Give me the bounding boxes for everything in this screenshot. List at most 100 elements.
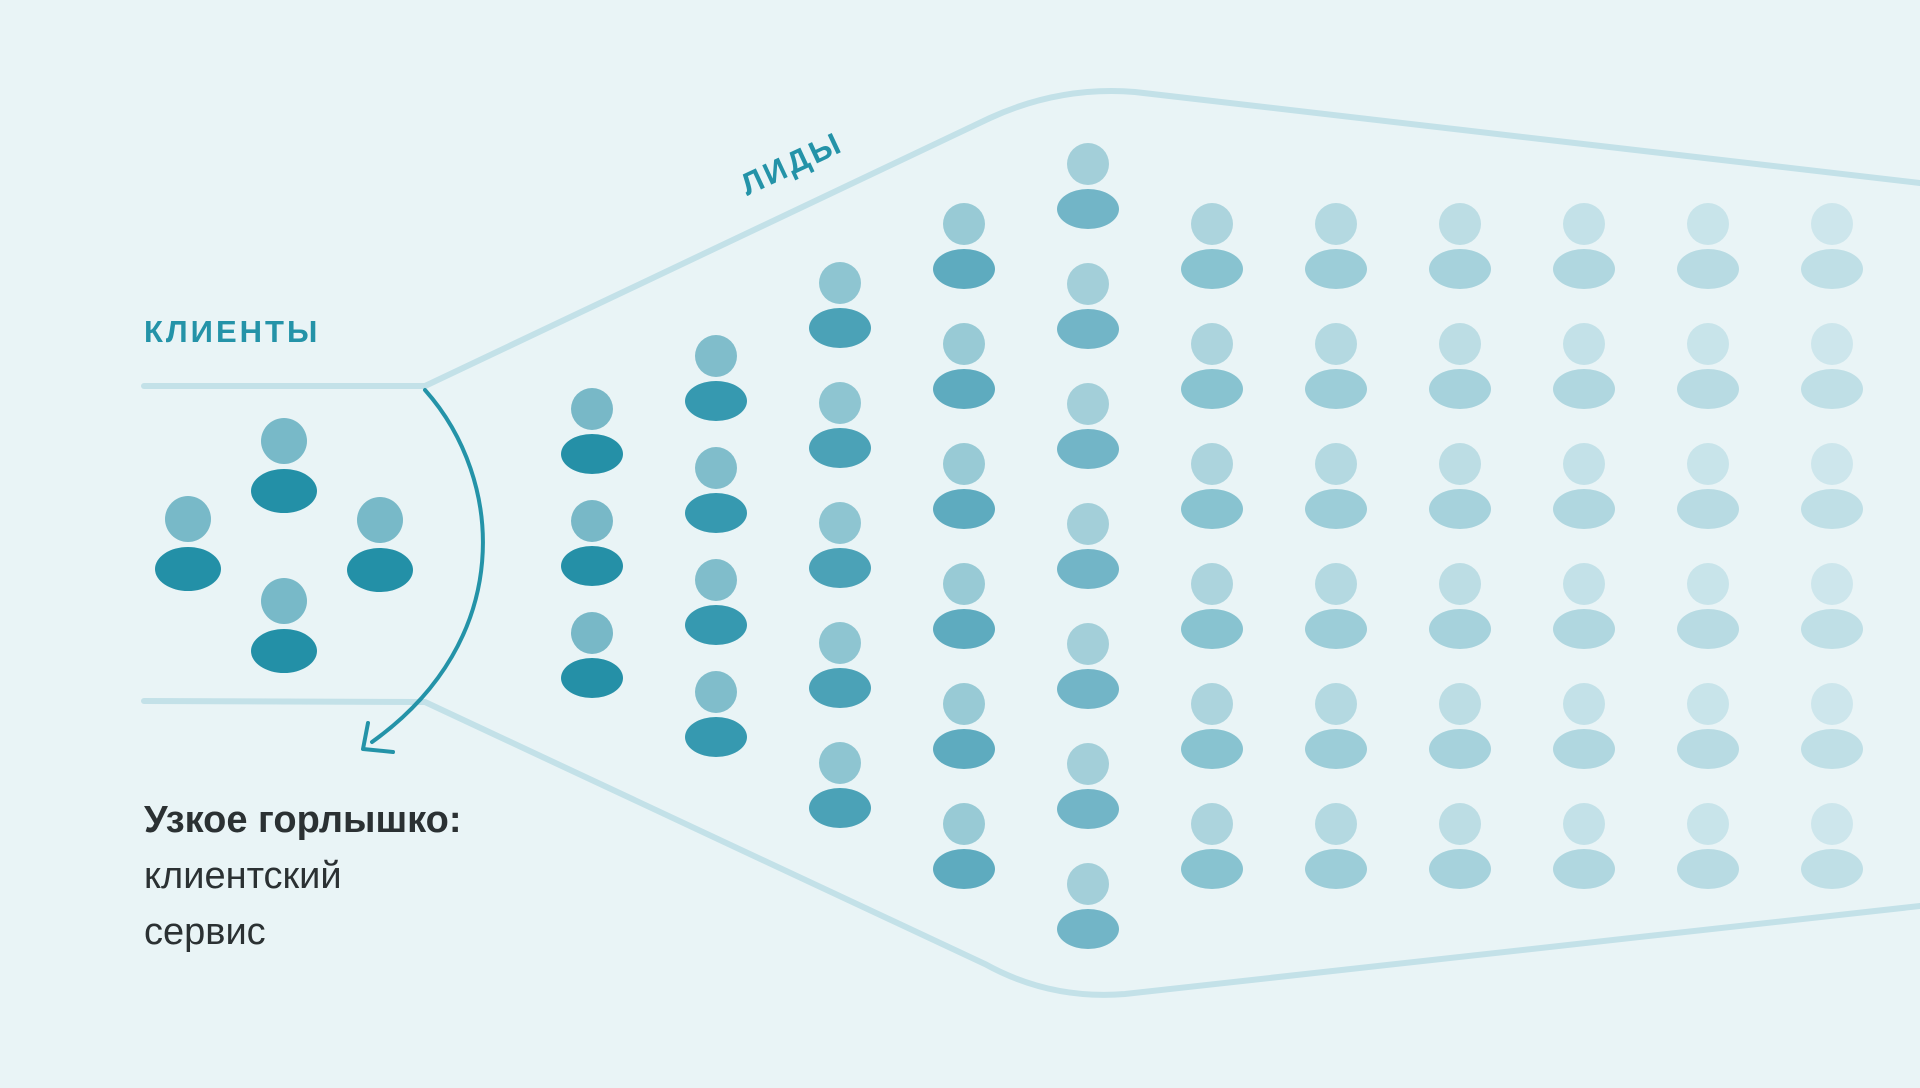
person-head xyxy=(1315,443,1357,485)
lead-person xyxy=(1553,323,1615,409)
person-head xyxy=(1563,443,1605,485)
lead-person xyxy=(933,203,995,289)
person-body xyxy=(1181,489,1243,529)
lead-person xyxy=(1057,143,1119,229)
person-head xyxy=(1687,803,1729,845)
person-body xyxy=(1677,369,1739,409)
person-body xyxy=(685,605,747,645)
lead-person xyxy=(1429,803,1491,889)
person-body xyxy=(1429,369,1491,409)
person-body xyxy=(1801,729,1863,769)
person-head xyxy=(1315,803,1357,845)
person-body xyxy=(1801,609,1863,649)
person-head xyxy=(1191,323,1233,365)
lead-person xyxy=(809,622,871,708)
person-body xyxy=(1801,249,1863,289)
lead-person xyxy=(685,671,747,757)
person-head xyxy=(1563,563,1605,605)
person-body xyxy=(933,729,995,769)
person-head xyxy=(695,335,737,377)
person-body xyxy=(561,546,623,586)
person-body xyxy=(1057,669,1119,709)
person-body xyxy=(1553,249,1615,289)
person-body xyxy=(1553,849,1615,889)
lead-person xyxy=(1677,203,1739,289)
person-head xyxy=(695,671,737,713)
lead-person xyxy=(1553,803,1615,889)
person-head xyxy=(943,203,985,245)
arrow-curve xyxy=(370,388,485,744)
person-head xyxy=(1067,743,1109,785)
person-head xyxy=(1687,443,1729,485)
person-head xyxy=(1687,323,1729,365)
person-head xyxy=(819,742,861,784)
lead-person xyxy=(933,803,995,889)
person-body xyxy=(809,428,871,468)
lead-person xyxy=(1181,803,1243,889)
person-body xyxy=(251,469,317,513)
lead-person xyxy=(809,382,871,468)
person-body xyxy=(1801,489,1863,529)
lead-person xyxy=(1553,203,1615,289)
person-head xyxy=(819,622,861,664)
person-head xyxy=(571,388,613,430)
person-head xyxy=(1315,323,1357,365)
lead-person xyxy=(561,612,623,698)
person-head xyxy=(1439,683,1481,725)
person-body xyxy=(1057,429,1119,469)
person-body xyxy=(933,249,995,289)
clients-label: КЛИЕНТЫ xyxy=(144,314,321,349)
lead-person xyxy=(1305,803,1367,889)
lead-person xyxy=(1057,863,1119,949)
lead-person xyxy=(1057,503,1119,589)
client-person xyxy=(251,418,317,513)
person-body xyxy=(1305,249,1367,289)
person-body xyxy=(1553,489,1615,529)
person-head xyxy=(943,323,985,365)
lead-person xyxy=(1801,803,1863,889)
person-body xyxy=(1305,609,1367,649)
person-body xyxy=(1553,609,1615,649)
person-head xyxy=(1811,203,1853,245)
person-body xyxy=(1429,609,1491,649)
lead-person xyxy=(1553,563,1615,649)
lead-person xyxy=(1057,263,1119,349)
person-head xyxy=(165,496,211,542)
lead-person xyxy=(1677,683,1739,769)
funnel-bottom-edge xyxy=(422,699,1920,998)
lead-person xyxy=(1305,443,1367,529)
person-body xyxy=(1057,189,1119,229)
lead-person xyxy=(685,335,747,421)
lead-person xyxy=(1801,323,1863,409)
person-body xyxy=(809,668,871,708)
person-head xyxy=(1439,803,1481,845)
person-head xyxy=(1687,203,1729,245)
arrow-head xyxy=(361,721,395,754)
person-head xyxy=(1067,503,1109,545)
person-head xyxy=(1439,203,1481,245)
lead-person xyxy=(1305,683,1367,769)
bottleneck-caption: Узкое горлышко: клиентский сервис xyxy=(144,792,462,960)
person-head xyxy=(1067,623,1109,665)
lead-person xyxy=(1305,203,1367,289)
person-head xyxy=(1439,323,1481,365)
person-head xyxy=(1067,863,1109,905)
lead-person xyxy=(1429,683,1491,769)
person-head xyxy=(1563,323,1605,365)
person-body xyxy=(1305,489,1367,529)
caption-line-1: клиентский xyxy=(144,855,342,897)
lead-person xyxy=(933,563,995,649)
lead-person xyxy=(1801,443,1863,529)
person-body xyxy=(685,381,747,421)
lead-person xyxy=(1305,323,1367,409)
lead-person xyxy=(561,500,623,586)
person-body xyxy=(1181,729,1243,769)
person-body xyxy=(933,489,995,529)
person-head xyxy=(1191,683,1233,725)
lead-person xyxy=(1181,563,1243,649)
lead-person xyxy=(1801,563,1863,649)
person-head xyxy=(1563,683,1605,725)
lead-person xyxy=(1677,323,1739,409)
